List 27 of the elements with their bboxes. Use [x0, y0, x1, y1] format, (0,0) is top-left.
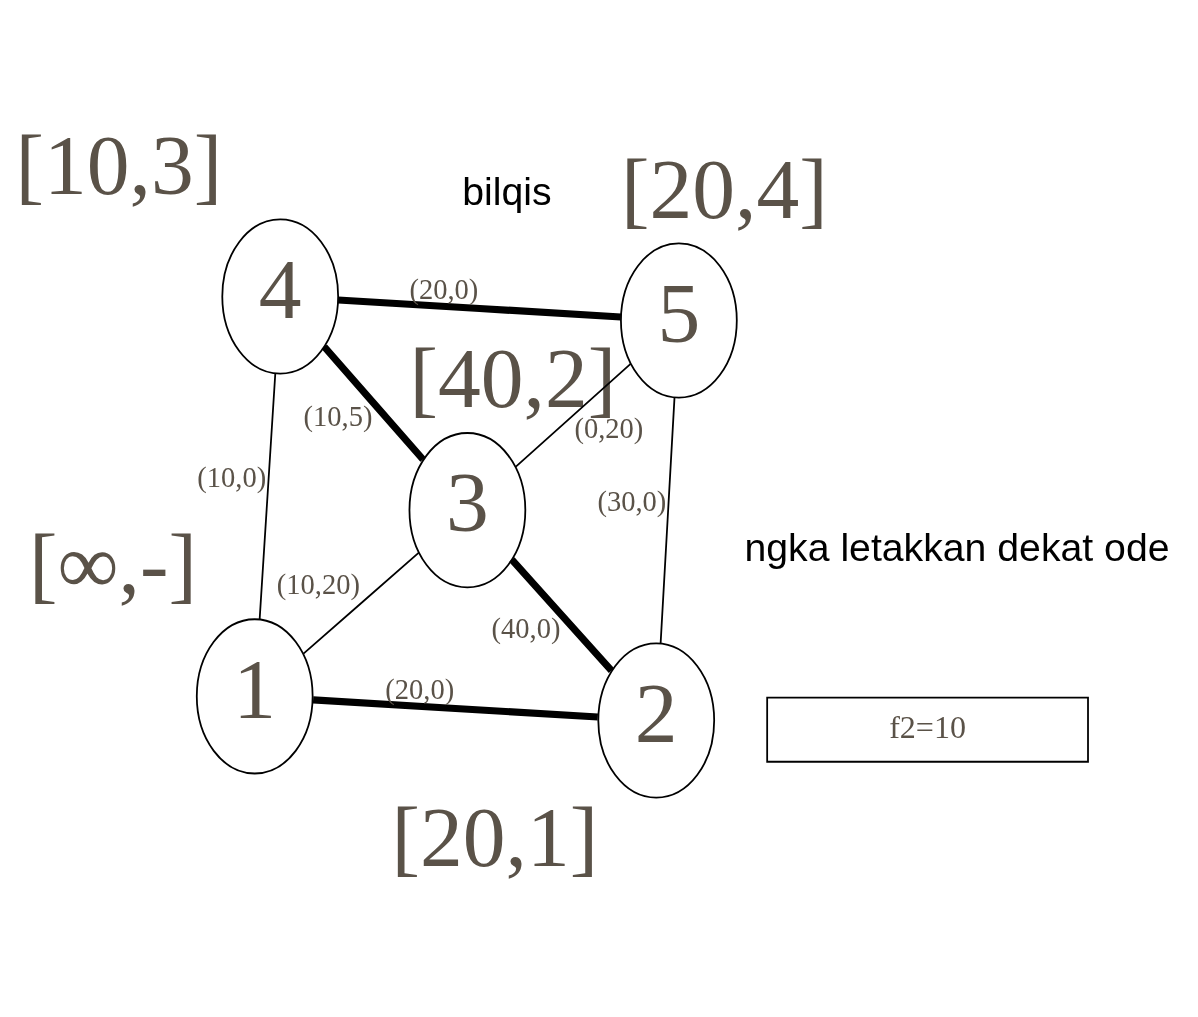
connector	[659, 396, 676, 645]
connector	[509, 557, 615, 674]
label: ngka letakkan dekat ode	[744, 526, 1170, 570]
node-ellipse: 4	[221, 218, 340, 375]
connector	[312, 696, 598, 721]
edge-label: (40,0)	[491, 612, 561, 644]
edge-label: (30,0)	[597, 486, 667, 518]
edge-label: (20,0)	[409, 274, 479, 306]
connector	[302, 551, 420, 655]
node-label: [10,3]	[15, 117, 223, 213]
edge-label: (10,20)	[276, 568, 360, 600]
connector	[337, 296, 622, 321]
node-ellipse: 1	[195, 618, 314, 775]
connector	[258, 372, 277, 621]
connector	[321, 344, 426, 462]
node-label: [∞,-]	[29, 517, 197, 613]
node-box: f2=10	[766, 696, 1089, 763]
connector	[515, 362, 632, 468]
node-label: [20,4]	[620, 141, 828, 237]
edge-label: (10,0)	[197, 462, 267, 494]
node-label: [20,1]	[391, 789, 599, 885]
node-ellipse: 2	[597, 642, 716, 799]
label: bilqis	[462, 169, 552, 213]
node-ellipse: 3	[408, 432, 527, 589]
node-ellipse: 5	[620, 242, 738, 399]
edge-label: (20,0)	[385, 674, 455, 706]
edge-label: (10,5)	[303, 400, 373, 432]
